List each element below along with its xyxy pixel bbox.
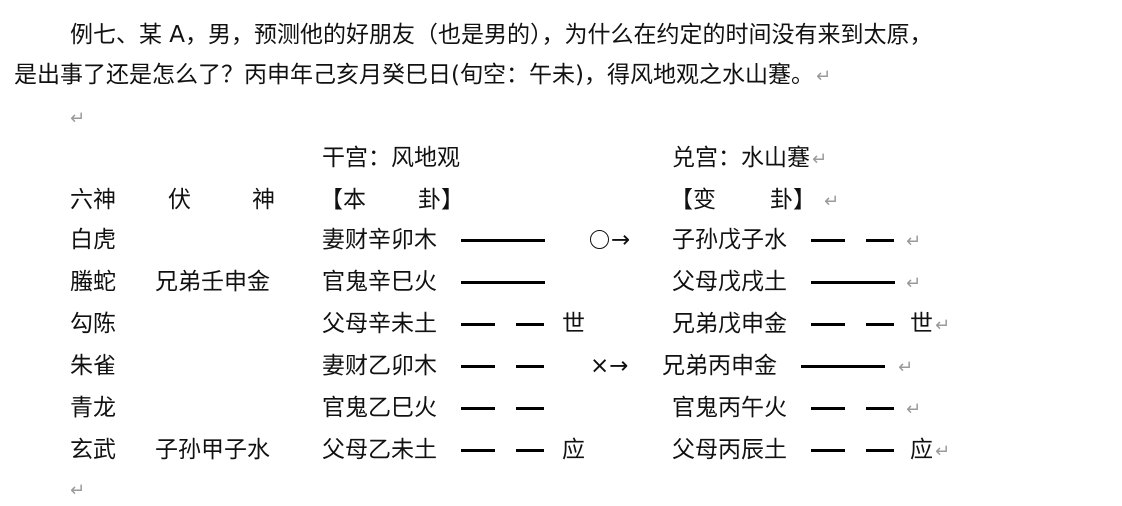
yin-line-right-icon <box>866 449 894 452</box>
ben-gua-cell: 父母辛未土 <box>322 311 437 337</box>
trailing-paragraph: ↵ <box>68 474 85 506</box>
paragraph-mark-icon: ↵ <box>935 315 951 336</box>
liushen-cell: 朱雀 <box>70 353 116 379</box>
yin-line-right-icon <box>516 323 544 326</box>
ben-gua-cell: 官鬼乙巳火 <box>322 395 437 421</box>
header-fushen-2: 神 <box>252 187 275 213</box>
yin-line-left-icon <box>811 407 845 410</box>
yin-line-left-icon <box>461 407 495 410</box>
paragraph-mark-icon: ↵ <box>824 191 840 212</box>
paragraph-mark-icon: ↵ <box>906 399 922 420</box>
header-fushen-1: 伏 <box>168 187 191 213</box>
paragraph-mark-icon: ↵ <box>906 231 922 252</box>
paragraph-mark-icon: ↵ <box>906 273 922 294</box>
yang-line-icon <box>461 239 545 242</box>
header-bian-2-text: 卦】 <box>770 187 816 213</box>
bian-gua-cell: 兄弟戊申金 <box>672 311 787 337</box>
header-bian-2: 卦】 ↵ <box>770 185 839 217</box>
header-ben-2: 卦】 <box>418 187 464 213</box>
yin-line-right-icon <box>866 323 894 326</box>
paragraph-mark-icon: ↵ <box>70 108 86 129</box>
bian-palace-text: 兑宫：水山蹇 <box>672 145 810 171</box>
paragraph-line-2: 是出事了还是怎么了？丙申年己亥月癸巳日(旬空：午未)，得风地观之水山蹇。↵ <box>14 60 831 92</box>
yang-line-icon <box>811 281 895 284</box>
bian-gua-cell: 子孙戊子水 <box>672 227 787 253</box>
liushen-cell: 玄武 <box>70 437 116 463</box>
ben-palace-label: 干宫：风地观 <box>322 145 460 171</box>
header-bian-1: 【变 <box>670 187 716 213</box>
shi-marker: 世 <box>562 311 585 337</box>
bian-gua-cell: 兄弟丙申金 <box>662 353 777 379</box>
row-end: ↵ <box>904 393 921 425</box>
paragraph-mark-icon: ↵ <box>898 357 914 378</box>
liushen-cell: 白虎 <box>70 227 116 253</box>
row-end: ↵ <box>904 225 921 257</box>
yin-line-left-icon <box>811 323 845 326</box>
liushen-cell: 青龙 <box>70 395 116 421</box>
paragraph-mark-icon: ↵ <box>935 441 951 462</box>
ben-gua-cell: 父母乙未土 <box>322 437 437 463</box>
fushen-cell: 子孙甲子水 <box>155 437 270 463</box>
yin-line-right-icon <box>516 449 544 452</box>
paragraph-mark-icon: ↵ <box>812 149 828 170</box>
row-end: 世↵ <box>910 309 950 341</box>
yin-line-right-icon <box>516 365 544 368</box>
ben-gua-cell: 官鬼辛巳火 <box>322 269 437 295</box>
row-end: ↵ <box>896 351 913 383</box>
yin-line-left-icon <box>461 365 495 368</box>
ying-marker: 应 <box>562 437 585 463</box>
ben-gua-cell: 妻财乙卯木 <box>322 353 437 379</box>
shi-marker: 世 <box>910 311 933 337</box>
change-mark: → <box>590 225 630 255</box>
change-mark: ×→ <box>590 353 629 379</box>
liushen-cell: 勾陈 <box>70 311 116 337</box>
arrow-icon: → <box>611 227 631 253</box>
paragraph-mark-icon: ↵ <box>815 66 832 87</box>
ben-gua-cell: 妻财辛卯木 <box>322 227 437 253</box>
header-liushen: 六神 <box>70 187 116 213</box>
bian-palace-label: 兑宫：水山蹇↵ <box>672 143 827 175</box>
empty-paragraph: ↵ <box>68 102 85 134</box>
row-end: ↵ <box>904 267 921 299</box>
yin-line-right-icon <box>516 407 544 410</box>
paragraph-line-1: 例七、某 A，男，预测他的好朋友（也是男的），为什么在约定的时间没有来到太原， <box>70 20 933 50</box>
yin-line-left-icon <box>811 239 845 242</box>
yang-line-icon <box>461 281 545 284</box>
fushen-cell: 兄弟壬申金 <box>155 269 270 295</box>
bian-gua-cell: 父母丙辰土 <box>672 437 787 463</box>
ying-marker: 应 <box>910 437 933 463</box>
header-ben-1: 【本 <box>320 187 366 213</box>
yin-line-left-icon <box>811 449 845 452</box>
yin-line-left-icon <box>461 323 495 326</box>
yin-line-right-icon <box>866 407 894 410</box>
paragraph-mark-icon: ↵ <box>70 480 86 501</box>
paragraph-text-2: 是出事了还是怎么了？丙申年己亥月癸巳日(旬空：午未)，得风地观之水山蹇。 <box>14 62 814 88</box>
yin-line-right-icon <box>866 239 894 242</box>
yin-line-left-icon <box>461 449 495 452</box>
liushen-cell: 螣蛇 <box>70 269 116 295</box>
bian-gua-cell: 父母戊戌土 <box>672 269 787 295</box>
yang-line-icon <box>801 365 885 368</box>
row-end: 应↵ <box>910 435 950 467</box>
paragraph-text-1: 例七、某 A，男，预测他的好朋友（也是男的），为什么在约定的时间没有来到太原， <box>70 22 933 48</box>
moving-yang-circle-icon <box>590 230 609 249</box>
bian-gua-cell: 官鬼丙午火 <box>672 395 787 421</box>
